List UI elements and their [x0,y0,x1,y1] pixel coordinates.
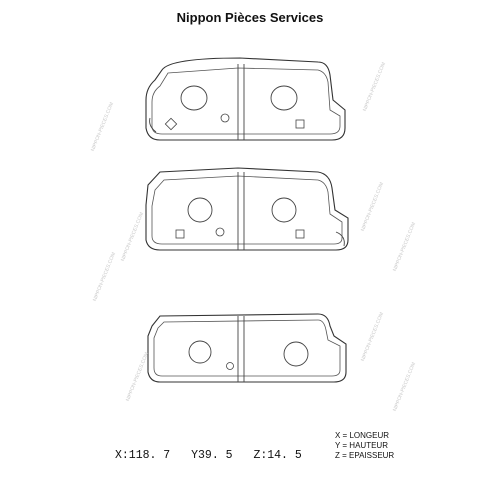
legend-z: Z = EPAISSEUR [335,451,395,460]
legend-x: X = LONGEUR [335,431,390,440]
dimension-legend: X = LONGEUR Y = HAUTEUR Z = EPAISSEUR [335,431,394,461]
brake-pad-bottom [147,313,347,383]
dimension-length: X:118. 7 [115,449,171,462]
brake-pad-top [145,57,346,141]
brake-pad-middle [145,167,349,251]
legend-y: Y = HAUTEUR [335,441,388,450]
dimension-height: Y39. 5 [191,449,233,462]
page-title: Nippon Pièces Services [176,10,324,25]
dimensions-readout: X:118. 7 Y39. 5 Z:14. 5 [115,449,316,462]
dimension-thickness: Z:14. 5 [253,449,302,462]
